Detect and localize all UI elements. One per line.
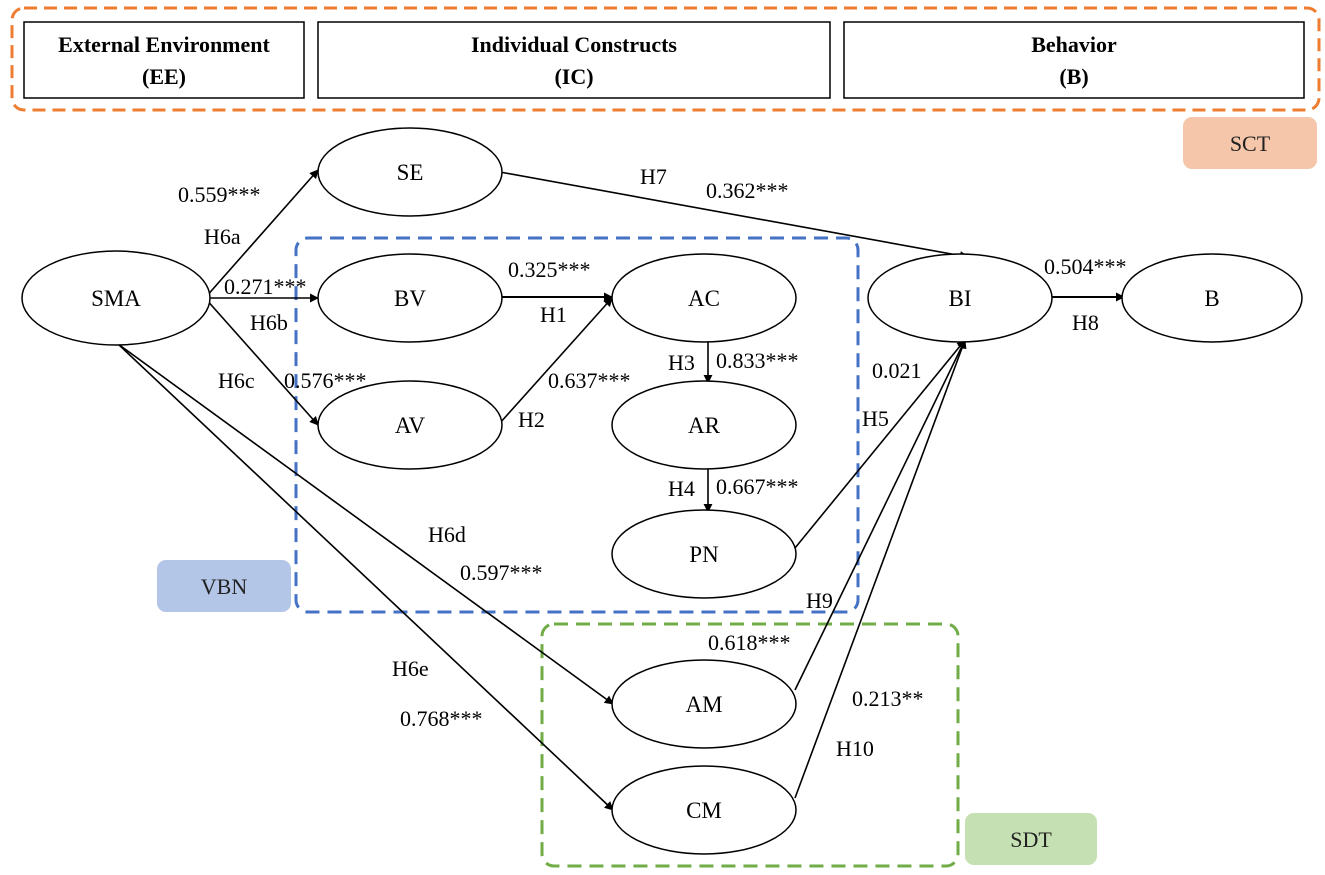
node-av: AV xyxy=(317,380,503,470)
svg-text:B: B xyxy=(1204,286,1219,311)
svg-text:AV: AV xyxy=(395,413,426,438)
svg-text:PN: PN xyxy=(689,542,719,567)
node-bv: BV xyxy=(317,253,503,343)
node-bi: BI xyxy=(867,253,1053,343)
svg-text:AM: AM xyxy=(685,692,722,717)
vbn-tag: VBN xyxy=(157,560,291,612)
edge-av-ac xyxy=(499,297,613,424)
coef-am-bi: 0.618*** xyxy=(708,630,791,655)
sct-tag: SCT xyxy=(1183,117,1317,169)
edge-se-bi xyxy=(499,171,969,260)
sdt-framework-border xyxy=(540,622,960,868)
header-box-individual-constructs: Individual Constructs (IC) xyxy=(317,21,831,99)
node-b: B xyxy=(1121,253,1303,343)
hyp-sma-av: H6c xyxy=(218,368,255,393)
coef-ar-pn: 0.667*** xyxy=(716,474,799,499)
svg-text:SDT: SDT xyxy=(1010,827,1052,852)
svg-text:SMA: SMA xyxy=(91,286,141,311)
node-pn: PN xyxy=(611,509,797,599)
node-am: AM xyxy=(611,659,797,749)
svg-text:CM: CM xyxy=(686,798,722,823)
hyp-sma-se: H6a xyxy=(204,224,241,249)
edge-sma-cm xyxy=(117,343,614,811)
hyp-sma-cm: H6e xyxy=(392,656,429,681)
coef-cm-bi: 0.213** xyxy=(852,686,924,711)
node-cm: CM xyxy=(611,765,797,855)
edges xyxy=(117,169,1125,811)
hyp-pn-bi: H5 xyxy=(862,406,889,431)
edge-labels: 0.559*** H6a 0.271*** H6b H6c 0.576*** H… xyxy=(178,164,1127,761)
coef-se-bi: 0.362*** xyxy=(706,178,789,203)
hyp-cm-bi: H10 xyxy=(836,736,874,761)
header-ee-line1: External Environment xyxy=(58,32,270,57)
hyp-bv-ac: H1 xyxy=(540,302,567,327)
coef-bi-b: 0.504*** xyxy=(1044,254,1127,279)
svg-text:BI: BI xyxy=(949,286,972,311)
coef-sma-se: 0.559*** xyxy=(178,182,261,207)
coef-sma-bv: 0.271*** xyxy=(224,274,307,299)
coef-av-ac: 0.637*** xyxy=(548,368,631,393)
coef-ac-ar: 0.833*** xyxy=(716,348,799,373)
header-b-line2: (B) xyxy=(1059,64,1088,89)
hyp-bi-b: H8 xyxy=(1072,310,1099,335)
sct-framework-border xyxy=(10,6,1321,112)
edge-cm-bi xyxy=(794,339,967,799)
coef-sma-av: 0.576*** xyxy=(284,368,367,393)
hyp-av-ac: H2 xyxy=(518,407,545,432)
header-ee-line2: (EE) xyxy=(142,64,186,89)
node-ar: AR xyxy=(611,380,797,470)
edge-sma-av xyxy=(204,297,319,426)
svg-text:BV: BV xyxy=(394,286,426,311)
edge-am-bi xyxy=(794,339,966,691)
header-box-external-environment: External Environment (EE) xyxy=(23,21,305,99)
hyp-se-bi: H7 xyxy=(640,164,667,189)
edge-sma-am xyxy=(117,343,614,705)
coef-pn-bi: 0.021 xyxy=(872,358,922,383)
hyp-sma-bv: H6b xyxy=(250,310,288,335)
header-box-behavior: Behavior (B) xyxy=(843,21,1305,99)
edge-pn-bi xyxy=(794,339,966,549)
edge-sma-se xyxy=(204,169,319,299)
hyp-ar-pn: H4 xyxy=(668,476,695,501)
node-sma: SMA xyxy=(21,250,211,346)
header-b-line1: Behavior xyxy=(1031,32,1117,57)
hyp-sma-am: H6d xyxy=(428,522,466,547)
svg-text:AC: AC xyxy=(688,286,720,311)
vbn-framework-border xyxy=(294,236,860,614)
sdt-tag: SDT xyxy=(965,813,1097,865)
hyp-ac-ar: H3 xyxy=(668,350,695,375)
svg-text:SE: SE xyxy=(397,160,424,185)
svg-text:AR: AR xyxy=(688,413,721,438)
header-ic-line2: (IC) xyxy=(554,64,593,89)
node-se: SE xyxy=(317,127,503,217)
node-ac: AC xyxy=(611,253,797,343)
coef-bv-ac: 0.325*** xyxy=(508,257,591,282)
coef-sma-am: 0.597*** xyxy=(460,560,543,585)
header-ic-line1: Individual Constructs xyxy=(471,32,677,57)
svg-text:VBN: VBN xyxy=(201,574,248,599)
svg-text:SCT: SCT xyxy=(1230,131,1271,156)
hyp-am-bi: H9 xyxy=(806,588,833,613)
coef-sma-cm: 0.768*** xyxy=(400,706,483,731)
